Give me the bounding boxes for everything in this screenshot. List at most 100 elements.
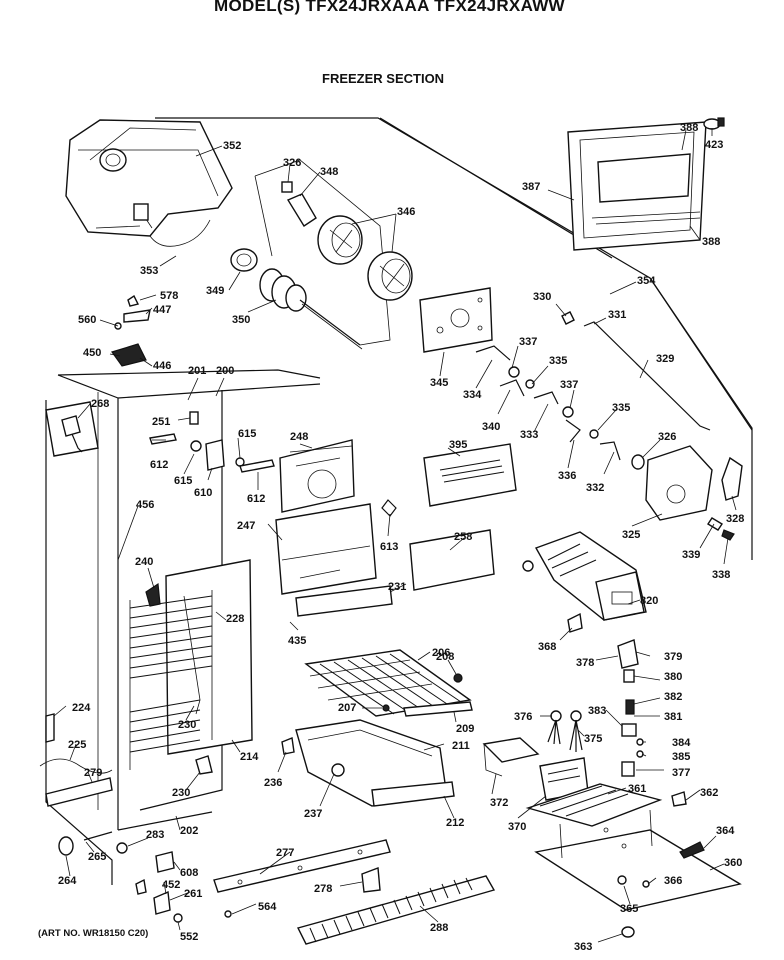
part-label: 247: [237, 520, 255, 532]
part-label: 456: [136, 499, 154, 511]
base-rail: [213, 839, 391, 893]
part-label: 214: [240, 751, 259, 763]
section-title: FREEZER SECTION: [322, 71, 445, 86]
part-label: 564: [258, 901, 277, 913]
part-label: 279: [84, 767, 102, 779]
part-label: 348: [320, 166, 338, 178]
part-label: 578: [160, 290, 178, 302]
air-duct-housing: [275, 439, 397, 617]
freezer-liner: [45, 369, 321, 885]
control-board: [409, 443, 517, 591]
part-label: 353: [140, 265, 158, 277]
art-number: (ART NO. WR18150 C20): [38, 928, 149, 939]
part-label: 452: [162, 879, 180, 891]
part-label: 335: [612, 402, 630, 414]
part-label: 447: [153, 304, 171, 316]
part-label: 251: [152, 416, 170, 428]
small-hardware-left: [111, 294, 275, 607]
part-label: 364: [716, 825, 735, 837]
model-title: MODEL(S) TFX24JRXAAA TFX24JRXAWW: [214, 0, 565, 15]
part-label: 388: [680, 122, 698, 134]
part-label: 360: [724, 857, 742, 869]
part-label: 615: [238, 428, 256, 440]
part-label: 225: [68, 739, 86, 751]
part-label: 820: [640, 595, 658, 607]
auger-motor: [631, 445, 743, 541]
wire-harnesses: [547, 710, 583, 752]
part-label: 202: [180, 825, 198, 837]
part-label: 228: [226, 613, 244, 625]
light-socket-inset: [45, 401, 99, 457]
part-label: 236: [264, 777, 282, 789]
part-label: 387: [522, 181, 540, 193]
crusher-assembly: [254, 159, 413, 346]
part-label: 379: [664, 651, 682, 663]
part-label: 354: [637, 275, 656, 287]
part-label: 361: [628, 783, 646, 795]
lower-left-hardware: [39, 713, 232, 923]
part-label: 610: [194, 487, 212, 499]
part-label: 376: [514, 711, 532, 723]
part-label: 381: [664, 711, 682, 723]
part-label: 230: [172, 787, 190, 799]
part-label: 208: [436, 651, 454, 663]
part-label: 612: [247, 493, 265, 505]
part-label: 240: [135, 556, 153, 568]
part-label: 377: [672, 767, 690, 779]
lower-tray-parts: [482, 737, 742, 938]
part-label: 352: [223, 140, 241, 152]
part-label: 382: [664, 691, 682, 703]
part-label: 560: [78, 314, 96, 326]
evaporator: [129, 559, 253, 770]
part-label: 237: [304, 808, 322, 820]
part-label: 206: [432, 647, 450, 659]
part-label: 395: [449, 439, 467, 451]
part-label: 375: [584, 733, 602, 745]
part-label: 345: [430, 377, 448, 389]
part-label: 336: [558, 470, 576, 482]
part-label: 283: [146, 829, 164, 841]
dispenser-door-assembly: [567, 117, 725, 251]
part-label: 258: [454, 531, 472, 543]
part-label: 349: [206, 285, 224, 297]
part-label: 224: [72, 702, 91, 714]
part-label: 368: [538, 641, 556, 653]
wire-shelf: [304, 649, 473, 717]
part-number-labels: 352 326 348 346 388 423 387 388 353 349 …: [58, 122, 744, 953]
part-label: 230: [178, 719, 196, 731]
part-label: 366: [664, 875, 682, 887]
part-label: 435: [288, 635, 306, 647]
part-label: 325: [622, 529, 640, 541]
linkage-parts: [475, 311, 711, 461]
part-label: 200: [216, 365, 234, 377]
part-label: 552: [180, 931, 198, 943]
ice-bucket: [65, 119, 233, 247]
part-label: 446: [153, 360, 171, 372]
part-label: 339: [682, 549, 700, 561]
part-label: 209: [456, 723, 474, 735]
part-label: 340: [482, 421, 500, 433]
part-label: 608: [180, 867, 198, 879]
part-label: 329: [656, 353, 674, 365]
part-label: 370: [508, 821, 526, 833]
part-label: 450: [83, 347, 101, 359]
part-label: 346: [397, 206, 415, 218]
part-label: 337: [519, 336, 537, 348]
part-label: 383: [588, 705, 606, 717]
part-label: 277: [276, 847, 294, 859]
part-label: 331: [608, 309, 626, 321]
part-label: 338: [712, 569, 730, 581]
part-label: 212: [446, 817, 464, 829]
part-label: 384: [672, 737, 691, 749]
part-label: 328: [726, 513, 744, 525]
part-label: 388: [702, 236, 720, 248]
part-label: 612: [150, 459, 168, 471]
toe-grille: [296, 875, 496, 945]
part-label: 378: [576, 657, 594, 669]
part-label: 423: [705, 139, 723, 151]
ice-maker: [522, 531, 647, 621]
part-label: 332: [586, 482, 604, 494]
part-label: 334: [463, 389, 482, 401]
part-label: 363: [574, 941, 592, 953]
